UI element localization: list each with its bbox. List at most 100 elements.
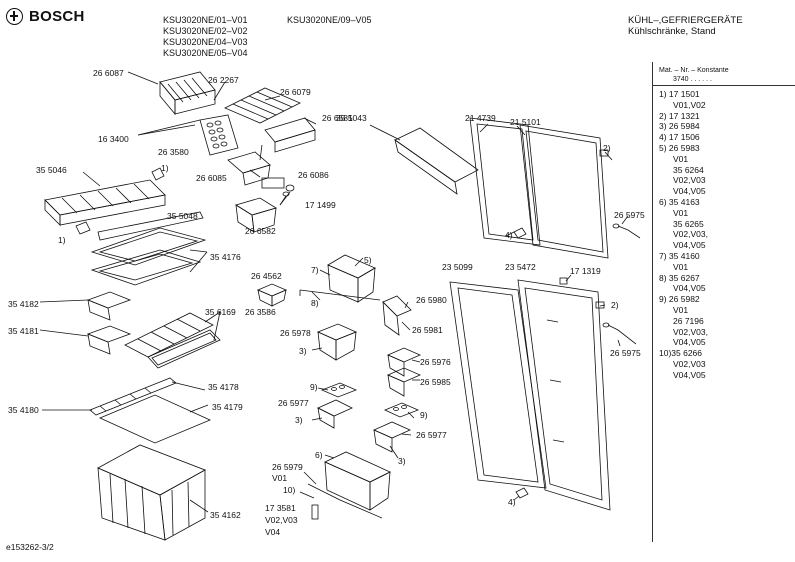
label-355043: 35 5043 — [336, 113, 367, 123]
small-cap-box — [256, 283, 288, 307]
label-266086: 26 6086 — [298, 170, 329, 180]
label-173581: 17 3581 — [265, 503, 296, 513]
glass-shelf-1 — [90, 227, 207, 266]
hinge-pin-lower — [595, 301, 605, 309]
label-215101: 21 5101 — [510, 117, 541, 127]
label-163400: 16 3400 — [98, 134, 129, 144]
label-note-7: 7) — [311, 265, 319, 275]
label-354179: 35 4179 — [212, 402, 243, 412]
list-item: V04,V05 — [673, 337, 706, 348]
list-item: 10)35 6266 — [659, 348, 703, 359]
list-item: V02,V03, — [673, 326, 708, 337]
door-bin-middle — [316, 323, 358, 361]
model-right: KSU3020NE/09–V05 — [287, 15, 372, 25]
list-item: V02,V03 — [673, 358, 706, 369]
model-list-left: KSU3020NE/01–V01 KSU3020NE/02–V02 KSU302… — [163, 15, 248, 59]
glass-plate-framed — [147, 329, 221, 369]
list-item: V04,V05 — [673, 240, 706, 251]
material-number-panel: Mat. – Nr. – Konstante 3740 . . . . . . … — [652, 62, 795, 542]
clip-right — [151, 167, 165, 181]
bottle-rail-lower — [307, 483, 383, 519]
label-171499: 17 1499 — [305, 200, 336, 210]
label-265977-right: 26 5977 — [416, 430, 447, 440]
crisper-shelf-rack — [44, 179, 166, 226]
list-item: V04,V05 — [673, 186, 706, 197]
list-item: V01 — [673, 207, 689, 218]
list-item: V02,V03, — [673, 229, 708, 240]
label-note-10: 10) — [283, 485, 296, 495]
label-note-4-upper: 4) — [505, 230, 513, 240]
list-item: 3) 26 5984 — [659, 121, 700, 132]
label-265978: 26 5978 — [280, 328, 311, 338]
label-note-2-upper: 2) — [603, 143, 611, 153]
category-title: KÜHL–,GEFRIERGERÄTE Kühlschränke, Stand — [628, 15, 743, 37]
list-item: V01 — [673, 304, 689, 315]
list-item: 35 6265 — [673, 218, 704, 229]
door-bin-lower-left — [317, 399, 353, 429]
label-266087: 26 6087 — [93, 68, 124, 78]
bosch-logo-icon — [6, 8, 23, 25]
label-263580: 26 3580 — [158, 147, 189, 157]
list-item: 4) 17 1506 — [659, 132, 700, 143]
label-354180: 35 4180 — [8, 405, 39, 415]
egg-tray-small-left — [320, 382, 358, 398]
ice-tray-frame — [124, 312, 214, 358]
small-drawer — [235, 197, 277, 233]
label-note-3-b: 3) — [295, 415, 303, 425]
model-line: KSU3020NE/04–V03 — [163, 37, 248, 47]
label-262267: 26 2267 — [208, 75, 239, 85]
egg-tray-top-left — [159, 71, 216, 116]
list-item: 8) 35 6267 — [659, 272, 700, 283]
door-handle-upper — [612, 223, 641, 239]
label-265980: 26 5980 — [416, 295, 447, 305]
label-171319: 17 1319 — [570, 266, 601, 276]
label-354162: 35 4162 — [210, 510, 241, 520]
list-item: 5) 26 5983 — [659, 142, 700, 153]
label-356169: 35 6169 — [205, 307, 236, 317]
small-spacer — [559, 277, 568, 285]
butter-dish — [227, 151, 271, 186]
list-item: 2) 17 1321 — [659, 110, 700, 121]
label-265976: 26 5976 — [420, 357, 451, 367]
panel-header: Mat. – Nr. – Konstante — [659, 67, 729, 74]
label-235099: 23 5099 — [442, 262, 473, 272]
label-note-8: 8) — [311, 298, 319, 308]
label-264562: 26 4562 — [251, 271, 282, 281]
label-265975-upper: 26 5975 — [614, 210, 645, 220]
freezer-plate — [98, 394, 212, 444]
exploded-parts-diagram — [39, 71, 641, 541]
label-note-2-lower: 2) — [611, 300, 619, 310]
brand-name: BOSCH — [29, 8, 85, 25]
footer-reference: e153262-3/2 — [6, 542, 54, 552]
label-265981: 26 5981 — [412, 325, 443, 335]
door-shelf-long — [394, 127, 479, 195]
list-item: 7) 35 4160 — [659, 250, 700, 261]
label-173581-variant-a: V02,V03 — [265, 515, 298, 525]
ice-cube-strip — [89, 377, 177, 416]
glass-strip — [97, 211, 204, 241]
bosch-logo: BOSCH — [6, 8, 85, 25]
label-266085: 26 6085 — [196, 173, 227, 183]
label-266581: 26 6581 — [322, 113, 353, 123]
label-354178: 35 4178 — [208, 382, 239, 392]
label-265979-variant: V01 — [272, 473, 288, 483]
label-173581-variant-b: V04 — [265, 527, 281, 537]
egg-tray-small-right — [384, 402, 420, 418]
label-355048: 35 5048 — [167, 211, 198, 221]
label-355046: 35 5046 — [36, 165, 67, 175]
main-door — [517, 279, 611, 511]
list-item: 6) 35 4163 — [659, 196, 700, 207]
list-item: V01 — [673, 153, 689, 164]
hinge-bracket — [382, 295, 412, 336]
label-235472: 23 5472 — [505, 262, 536, 272]
label-266582: 26 6582 — [245, 226, 276, 236]
label-265977-left: 26 5977 — [278, 398, 309, 408]
main-door-gasket — [449, 281, 547, 489]
list-item: 35 6264 — [673, 164, 704, 175]
label-note-4-lower: 4) — [508, 497, 516, 507]
leader-lines — [39, 71, 629, 513]
bottle-rail — [299, 289, 381, 301]
category-line-2: Kühlschränke, Stand — [628, 26, 716, 37]
label-note-1-right: 1) — [161, 163, 169, 173]
panel-subheader: 3740 . . . . . . — [673, 76, 712, 83]
